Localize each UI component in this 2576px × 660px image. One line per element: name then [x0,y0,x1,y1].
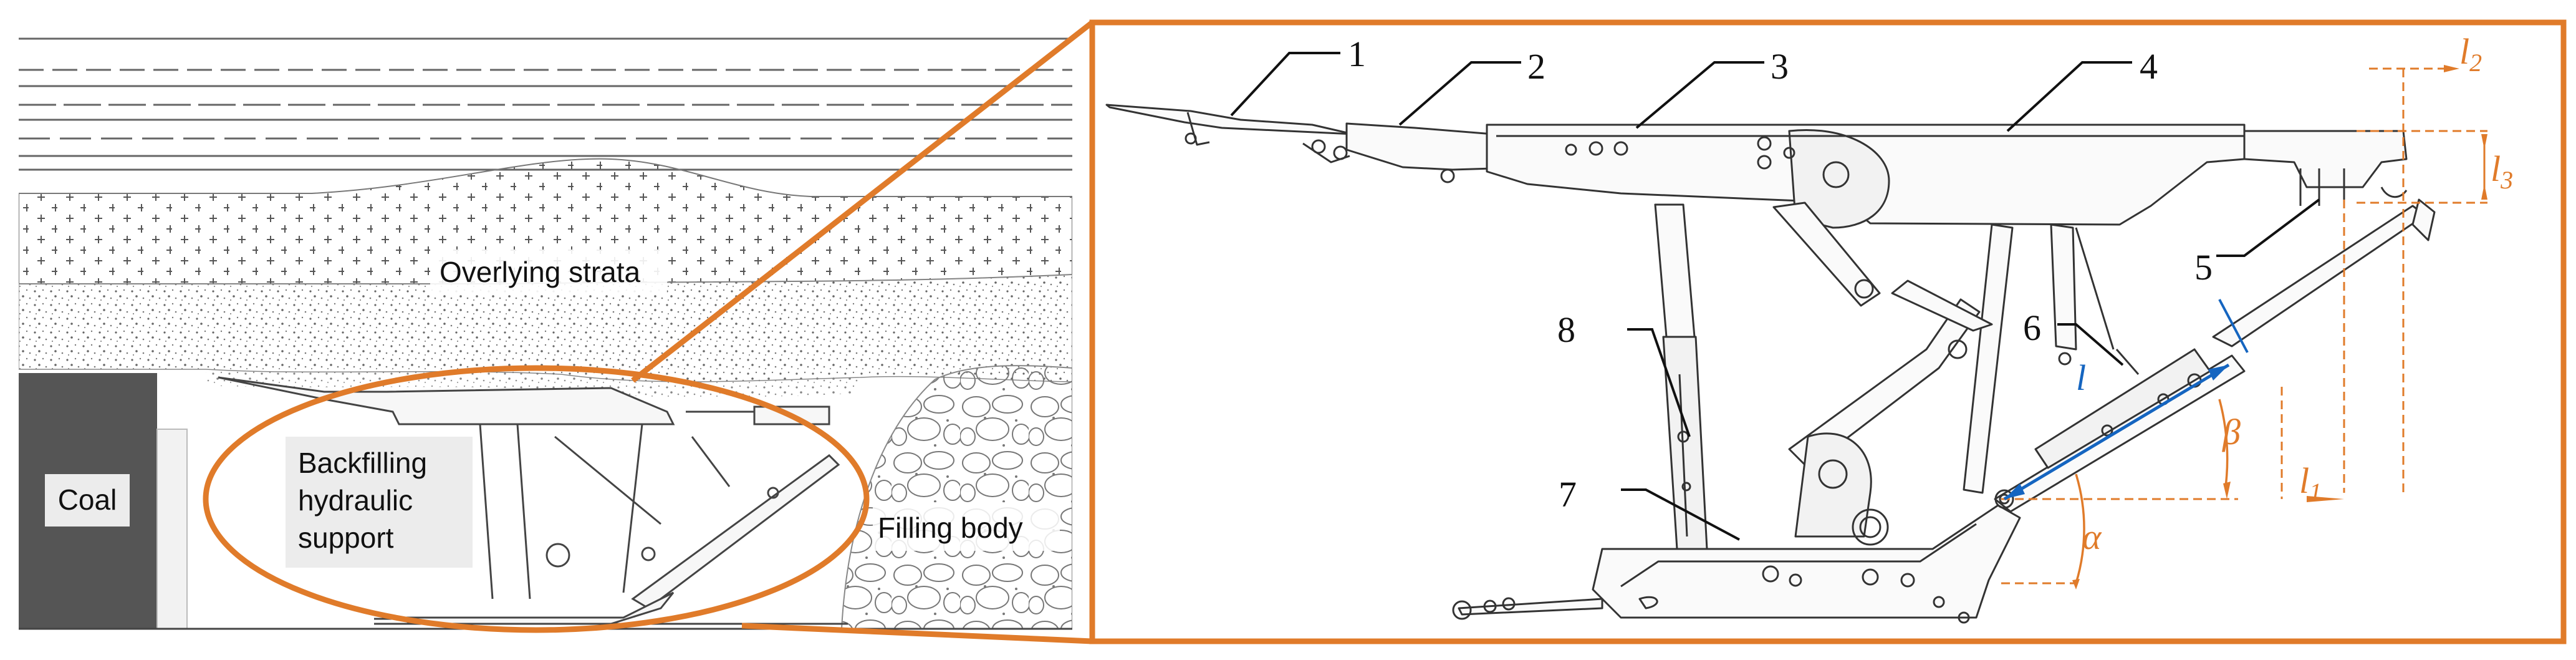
dimension-lines [2001,67,2487,585]
dim-label-l3: l3 [2491,148,2513,194]
part-number-2: 2 [1527,46,1545,87]
dim-label-l2: l2 [2459,31,2482,77]
coal-rib [156,429,188,629]
link-upper-diagonal [1891,279,1993,332]
canopy-hinge-plate [1788,129,1890,229]
length-l-arrow-end [2208,365,2229,381]
dimension-arrows [2072,65,2487,590]
sandstone-fringe [206,369,860,397]
part-number-1: 1 [1348,34,1366,74]
dim-label-l1: l1 [2299,460,2322,506]
part-number-7: 7 [1559,474,1577,515]
support-label-box [286,437,473,568]
length-l-tick [2218,299,2249,353]
strata-label: Overlying strata [440,256,641,288]
support-label-line1: Backfilling [298,447,427,479]
front-link [1345,122,1494,171]
part-number-5: 5 [2194,247,2213,288]
dim-label-l: l [2076,357,2086,398]
zoom-connector-top [631,20,1094,383]
filling-body-label-box [873,502,1060,551]
left-panel: Coal Filling body Overlying strata [19,37,1072,629]
rear-column [2050,223,2077,351]
coal-label: Coal [58,483,117,516]
filling-body-label: Filling body [878,512,1023,544]
length-l-arrow-start [2004,483,2025,499]
part-number-4: 4 [2140,46,2158,87]
canopy-cylinder [1772,201,1881,307]
coal-label-box [45,474,130,527]
support-highlight-ellipse [203,365,870,633]
support-label-line2: hydraulic [298,484,413,517]
filling-body [840,365,1072,629]
zoom-connector-bottom [741,623,1093,644]
support-label-line3: support [298,522,394,554]
rear-tail [2243,130,2408,188]
part-numbers: 1 2 3 4 5 6 7 8 [1348,34,2213,515]
right-leg [1963,223,2014,494]
strata-label-box [430,250,667,293]
part-leaders [1230,52,2320,541]
part-number-6: 6 [2023,308,2041,348]
roof-strata-lines [19,37,1072,171]
detailed-support [1105,104,2436,624]
part-number-8: 8 [1557,309,1575,350]
dim-label-alpha: α [2082,517,2102,557]
dim-label-beta: β [2222,412,2241,452]
length-l-line [2003,363,2230,501]
part-number-3: 3 [1771,46,1789,87]
base-bracket [1794,432,1872,538]
